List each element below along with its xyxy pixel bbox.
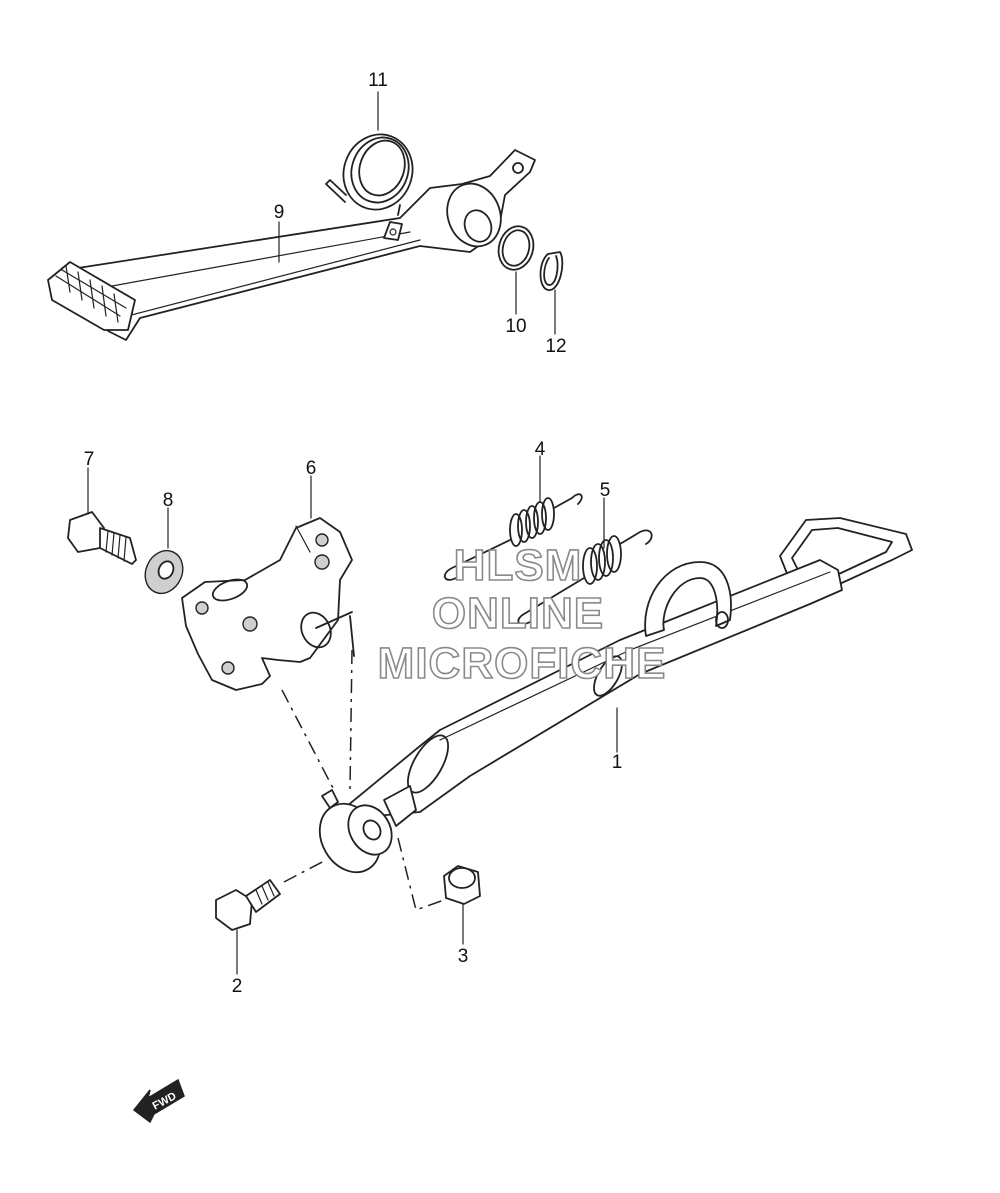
part-6-bracket[interactable] <box>181 517 353 691</box>
assembly-lines <box>87 91 618 975</box>
part-2-pivot-bolt[interactable] <box>215 879 281 931</box>
callout-10: 10 <box>505 316 526 337</box>
callout-11: 11 <box>368 70 388 91</box>
watermark-line-1: HLSM <box>454 541 583 590</box>
part-7-bolt[interactable] <box>67 511 137 565</box>
callout-1: 1 <box>612 752 623 773</box>
callout-12: 12 <box>545 336 566 357</box>
part-10-washer[interactable] <box>494 222 538 273</box>
watermark-line-3: MICROFICHE <box>378 639 667 688</box>
watermark: HLSM ONLINE MICROFICHE <box>377 540 667 689</box>
callout-4: 4 <box>535 439 546 460</box>
part-3-nut[interactable] <box>443 865 481 905</box>
part-8-washer[interactable] <box>138 544 189 599</box>
callout-5: 5 <box>600 480 611 501</box>
part-12-circlip[interactable] <box>539 251 564 291</box>
callout-3: 3 <box>458 946 469 967</box>
callout-8: 8 <box>163 490 174 511</box>
callout-6: 6 <box>306 458 317 479</box>
part-4-spring[interactable] <box>443 493 583 581</box>
part-11-return-spring[interactable] <box>325 125 423 220</box>
part-5-spring[interactable] <box>517 529 653 626</box>
part-9-brake-pedal[interactable] <box>47 149 536 341</box>
callout-2: 2 <box>232 976 243 997</box>
callout-7: 7 <box>84 449 95 470</box>
callout-9: 9 <box>274 202 285 223</box>
watermark-line-2: ONLINE <box>432 589 604 638</box>
forward-direction-arrow: FWD <box>132 1078 185 1124</box>
part-1-side-stand[interactable] <box>308 517 913 883</box>
